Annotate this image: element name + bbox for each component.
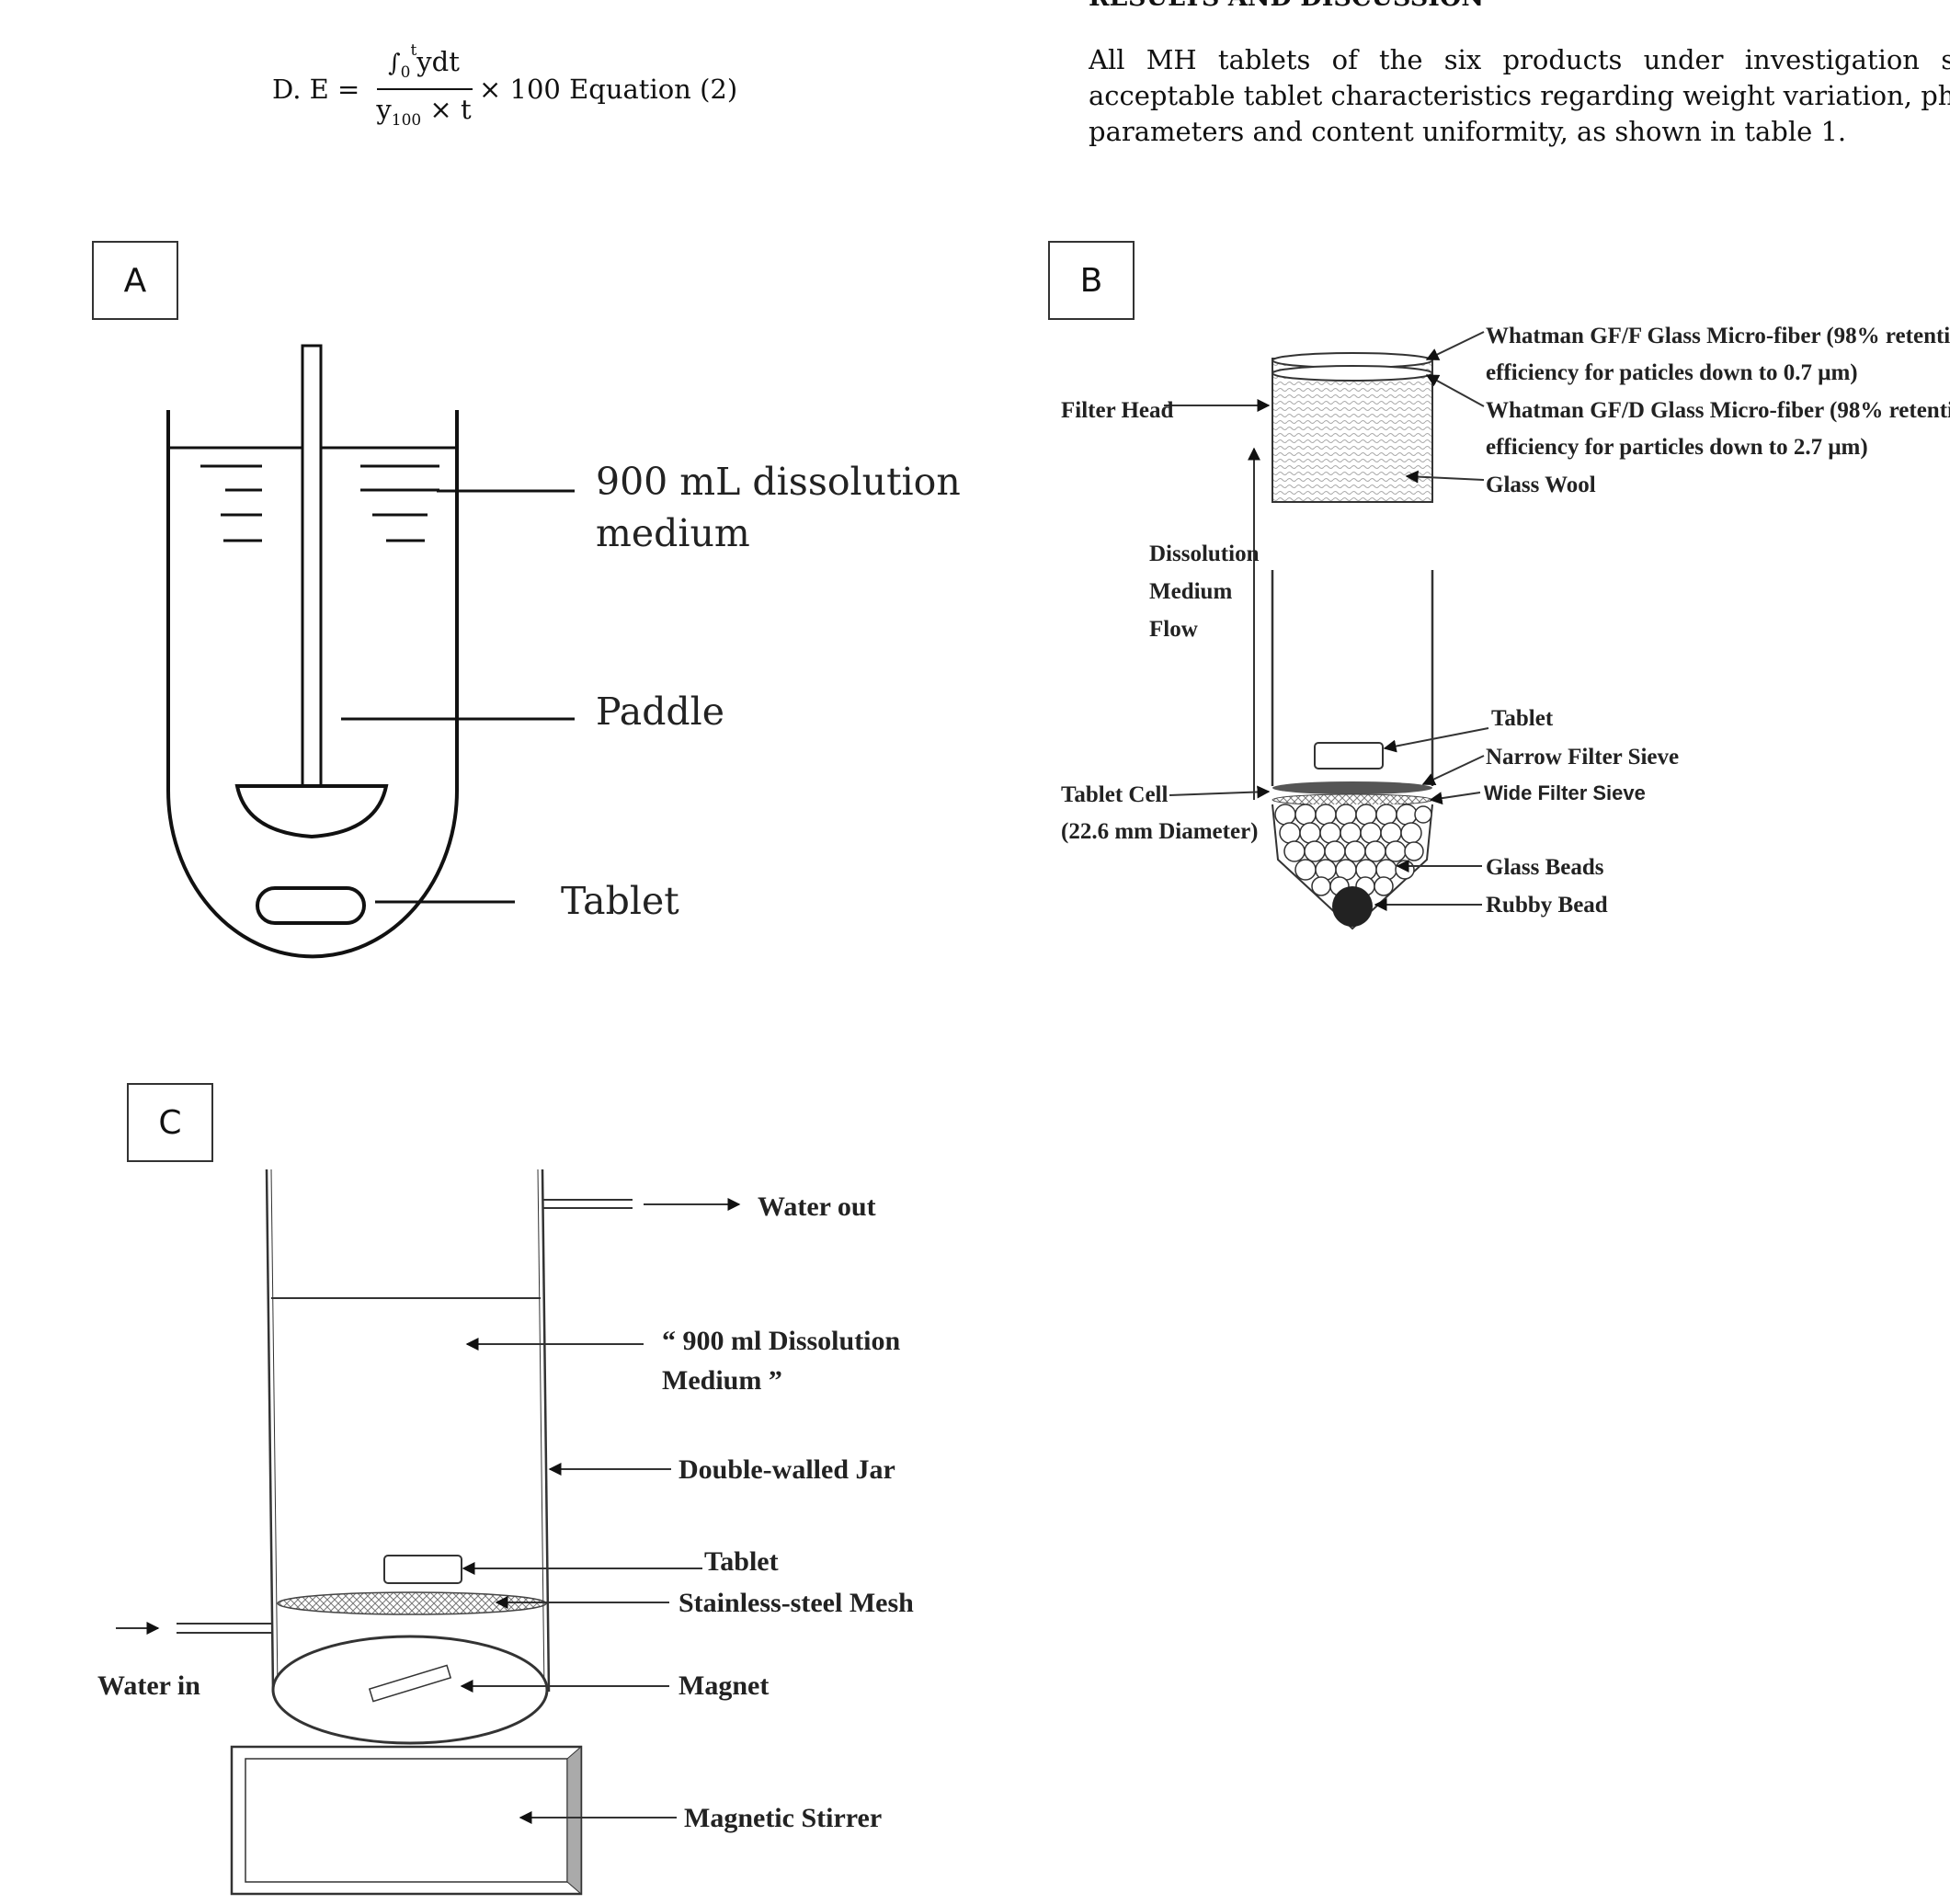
stirrer-label: Magnetic Stirrer	[684, 1803, 882, 1833]
medium-c-label-2: Medium ”	[662, 1365, 782, 1396]
results-paragraph: All MH tablets of the six products under…	[1089, 42, 1950, 162]
integrand: ydt	[416, 46, 460, 77]
tablet-cell-leader	[1169, 785, 1271, 799]
glass-wool-label: Glass Wool	[1486, 473, 1596, 497]
medium-level-marks	[200, 464, 439, 542]
narrow-sieve-leader	[1421, 755, 1485, 785]
results-line-3: parameters and content uniformity, as sh…	[1089, 116, 1847, 147]
dissolution-efficiency-equation: D. E = ∫0 tydt y100 × t × 100 Equation (2…	[272, 37, 787, 147]
medium-label-2: medium	[596, 511, 750, 555]
tablet-c	[383, 1555, 462, 1584]
gff-label-2: efficiency for paticles down to 0.7 μm)	[1486, 360, 1858, 385]
vessel-outline	[166, 410, 459, 959]
wide-sieve-label: Wide Filter Sieve	[1484, 781, 1646, 804]
gfd-label-2: efficiency for particles down to 2.7 μm)	[1486, 435, 1868, 460]
tablet-cell-label-2: (22.6 mm Diameter)	[1061, 819, 1259, 844]
gfd-label-1: Whatman GF/D Glass Micro-fiber (98% rete…	[1486, 398, 1950, 423]
tablet-cell-label-1: Tablet Cell	[1061, 782, 1168, 807]
jar-outer-right	[541, 1169, 551, 1693]
results-line-1: All MH tablets of the six products under…	[1089, 44, 1950, 75]
paddle-label: Paddle	[596, 690, 724, 734]
denominator-rest: × t	[421, 94, 472, 125]
panel-a-label: A	[92, 241, 178, 320]
gff-label-1: Whatman GF/F Glass Micro-fiber (98% rete…	[1486, 324, 1950, 348]
rubby-bead-label: Rubby Bead	[1486, 893, 1608, 918]
jar-outer-left	[265, 1169, 275, 1693]
integral-upper-limit: t	[410, 41, 417, 61]
gfd-filter	[1271, 365, 1433, 382]
medium-label-1: 900 mL dissolution	[596, 460, 961, 504]
flow-label-1: Dissolution	[1149, 542, 1260, 566]
integral-lower-limit: 0	[400, 63, 411, 82]
jar-inner-left	[270, 1169, 279, 1693]
magnetic-stirrer-body	[230, 1745, 583, 1896]
magnet-bar	[368, 1664, 452, 1703]
rubby-bead	[1332, 886, 1373, 927]
wide-sieve-leader	[1429, 792, 1481, 805]
results-line-2: acceptable tablet characteristics regard…	[1089, 80, 1950, 111]
gff-leader	[1425, 331, 1485, 360]
gfd-leader	[1425, 374, 1485, 407]
panel-b-label: B	[1048, 241, 1135, 320]
magnet-label: Magnet	[679, 1670, 769, 1701]
medium-c-label-1: “ 900 ml Dissolution	[662, 1326, 901, 1356]
denominator-var: y	[376, 94, 392, 125]
equation-denominator: y100 × t	[373, 94, 474, 130]
tablet-b-label: Tablet	[1491, 706, 1554, 731]
equation-numerator: ∫0 tydt	[373, 41, 474, 82]
denominator-subscript: 100	[391, 110, 422, 130]
results-heading: RESULTS AND DISCUSSION	[1089, 0, 1484, 12]
paddle-shaft	[301, 344, 323, 789]
paddle-blade	[234, 784, 389, 839]
equation-rhs: × 100 Equation (2)	[479, 74, 738, 105]
flow-label-3: Flow	[1149, 617, 1198, 642]
tablet-c-label: Tablet	[704, 1546, 779, 1577]
glass-wool-leader	[1405, 470, 1485, 484]
water-out-label: Water out	[758, 1191, 876, 1222]
flow-label-2: Medium	[1149, 579, 1232, 604]
panel-a-paddle-apparatus: 900 mL dissolution medium Paddle Tablet	[166, 344, 961, 959]
narrow-filter-sieve	[1272, 781, 1432, 794]
narrow-sieve-label: Narrow Filter Sieve	[1486, 745, 1679, 770]
filter-head-label: Filter Head	[1061, 398, 1174, 423]
panel-b-flow-through-cell: Whatman GF/F Glass Micro-fiber (98% rete…	[1061, 324, 1950, 930]
tablet-b-leader	[1383, 727, 1489, 753]
panel-c-label: C	[127, 1083, 213, 1162]
stirrer-bevel-shade	[566, 1745, 582, 1896]
wide-filter-sieve	[1271, 793, 1433, 806]
tablet-in-cell	[1314, 742, 1384, 770]
tablet-label: Tablet	[561, 879, 679, 923]
jar-label: Double-walled Jar	[679, 1454, 895, 1485]
water-in-label: Water in	[97, 1670, 200, 1701]
fraction-bar	[377, 88, 473, 90]
panel-c-magnetic-stirrer-apparatus: Water out “ 900 ml Dissolution Medium ” …	[97, 1169, 914, 1896]
tablet-shape	[256, 886, 366, 925]
integral-sign: ∫	[388, 50, 401, 77]
equation-lhs: D. E =	[272, 74, 360, 105]
mesh-label: Stainless-steel Mesh	[679, 1588, 914, 1618]
glass-beads-label: Glass Beads	[1486, 855, 1604, 880]
